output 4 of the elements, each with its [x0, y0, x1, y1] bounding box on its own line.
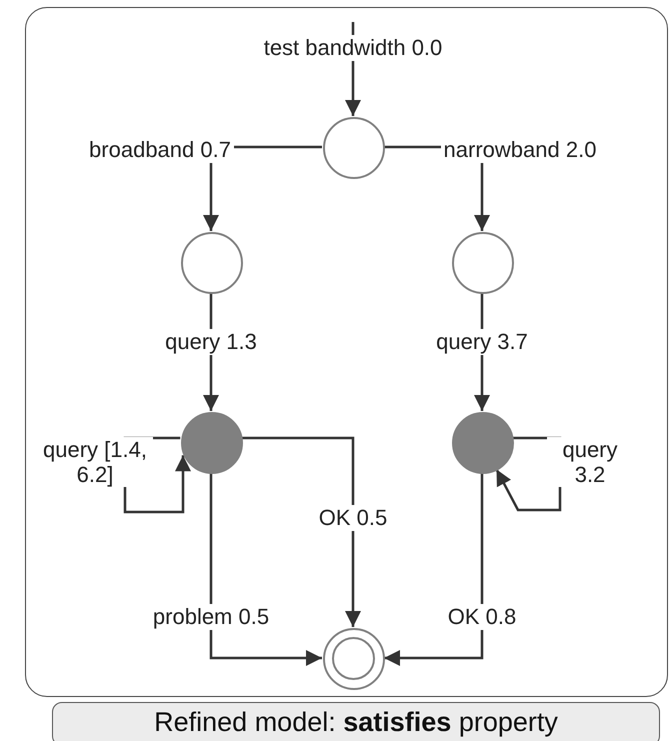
- transition-arrow: [210, 473, 322, 666]
- transition-arrow: [384, 473, 484, 666]
- transition-arrow: [242, 436, 361, 627]
- caption-tab: Refined model: satisfies property: [52, 702, 660, 741]
